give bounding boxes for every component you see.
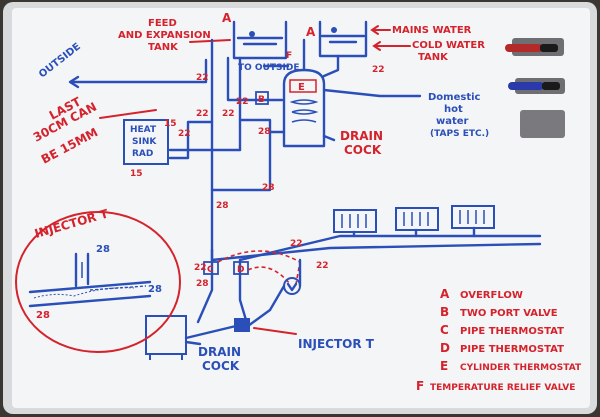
boiler-flow-pipe <box>196 248 214 324</box>
injector-t-fitting-icon <box>234 318 250 332</box>
inset-size-28c: 28 <box>36 310 50 321</box>
cold-water-tank-label-line2: TANK <box>418 52 449 63</box>
legend-key: C <box>440 323 449 337</box>
inset-size-28a: 28 <box>96 244 110 255</box>
markers-group <box>505 38 565 138</box>
pump-arrow-icon <box>286 282 298 292</box>
pipe-size-label: 22 <box>196 73 209 83</box>
pipe-thermostat-d-icon <box>233 261 249 275</box>
dhw-label-line3: water <box>436 116 469 127</box>
injector-detail-inset <box>15 211 181 353</box>
last-30cm-pointer <box>99 109 157 119</box>
pipe-size-label: 22 <box>290 239 303 249</box>
arrow-left-icon <box>68 75 80 89</box>
drain-cock-lower-line2: COCK <box>202 359 240 373</box>
feed-tank-label-line3: TANK <box>148 42 179 53</box>
feed-tank-label-line1: FEED <box>148 18 177 29</box>
drain-cock-upper-icon <box>322 134 336 142</box>
marker-cap-icon[interactable] <box>542 82 560 90</box>
dhw-label-line4: (TAPS ETC.) <box>430 129 489 139</box>
tape-piece-icon <box>520 110 565 138</box>
legend-text: PIPE THERMOSTAT <box>460 326 564 337</box>
legend-key: B <box>440 305 449 319</box>
cylinder-e-label: E <box>298 82 305 93</box>
legend-text: TEMPERATURE RELIEF VALVE <box>430 383 575 393</box>
heat-sink-radiator <box>123 119 169 165</box>
feed-tank-pointer <box>189 39 231 43</box>
legend: A OVERFLOW B TWO PORT VALVE C PIPE THERM… <box>416 287 582 393</box>
valve-b-label: B <box>258 95 265 105</box>
pipe-size-label: 28 <box>262 183 275 193</box>
blue-marker-icon[interactable] <box>508 82 544 90</box>
legend-key: D <box>440 341 450 355</box>
inset-size-28b: 28 <box>148 284 162 295</box>
feed-tank-label-line2: AND EXPANSION <box>118 30 211 41</box>
drain-cock-upper-line2: COCK <box>344 143 382 157</box>
drain-cock-lower-line1: DRAIN <box>198 345 241 359</box>
mains-water-label: MAINS WATER <box>392 25 472 36</box>
overflow-pipe <box>70 58 208 84</box>
hot-water-out-pipe <box>322 88 422 98</box>
legend-text: OVERFLOW <box>460 290 523 301</box>
pump-pipes <box>246 258 302 328</box>
marker-cap-icon[interactable] <box>540 44 558 52</box>
pipe-size-label: 22 <box>372 65 385 75</box>
two-port-valve-icon <box>255 91 269 105</box>
injector-t-label: INJECTOR T <box>298 337 375 351</box>
rad-label-line2: SINK <box>132 137 157 147</box>
radiator-tails <box>352 226 476 238</box>
boiler <box>145 315 187 360</box>
pipe-size-label: 22 <box>178 129 191 139</box>
thermostat-wire-c <box>217 250 301 285</box>
pipe-size-label: 28 <box>258 127 271 137</box>
red-marker-icon[interactable] <box>505 44 543 52</box>
cold-water-tank <box>318 20 368 58</box>
to-outside-label: TO OUTSIDE <box>238 63 299 73</box>
cylinder-return-pipe <box>210 118 272 192</box>
pipe-size-label: 22 <box>222 109 235 119</box>
drain-cock-upper-line1: DRAIN <box>340 129 383 143</box>
cold-feed-pipe <box>322 54 340 78</box>
pipe-size-label: 22 <box>196 109 209 119</box>
pipe-size-label: 22 <box>236 97 249 107</box>
pipe-size-label: 15 <box>130 169 143 179</box>
legend-key: E <box>440 359 448 373</box>
dhw-label-line2: hot <box>444 104 463 115</box>
cold-water-tank-label-line1: COLD WATER <box>412 40 485 51</box>
pipe-size-label: 15 <box>164 119 177 129</box>
pipe-size-label: 28 <box>196 279 209 289</box>
rad-flow-pipe <box>168 120 214 160</box>
drain-cock-lower-icon <box>184 340 202 346</box>
legend-text: CYLINDER THERMOSTAT <box>460 363 582 373</box>
rad-label-line1: HEAT <box>130 125 157 135</box>
feed-tank <box>232 20 288 60</box>
legend-key: F <box>416 379 424 393</box>
arrow-icon <box>370 25 379 35</box>
relief-f-label: F <box>286 51 292 61</box>
injector-pointer <box>253 327 297 335</box>
thermostat-d-label: D <box>237 265 244 275</box>
pipe-size-label: 22 <box>194 263 207 273</box>
tank-label-a1: A <box>222 11 232 25</box>
legend-text: TWO PORT VALVE <box>460 308 558 319</box>
dhw-label-line1: Domestic <box>428 92 481 103</box>
pipe-size-label: 28 <box>216 201 229 211</box>
tank-feed-pipe <box>226 56 284 102</box>
tank-label-a2: A <box>306 25 316 39</box>
pipe-size-label: 22 <box>316 261 329 271</box>
legend-key: A <box>440 287 450 301</box>
rad-label-line3: RAD <box>132 149 153 159</box>
legend-text: PIPE THERMOSTAT <box>460 344 564 355</box>
board-surface <box>12 8 590 408</box>
pipe-thermostat-c-icon <box>203 261 219 275</box>
arrow-icon <box>372 41 381 51</box>
thermostat-c-label: C <box>207 265 214 275</box>
